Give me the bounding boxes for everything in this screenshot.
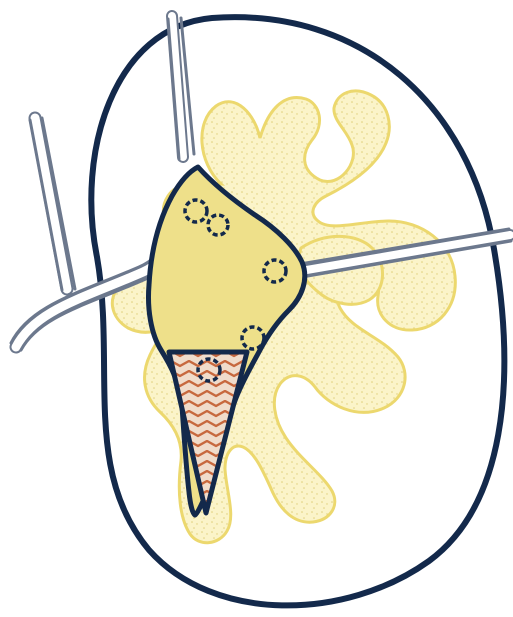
tube-top [168,16,194,159]
tube-left-long [30,118,75,290]
